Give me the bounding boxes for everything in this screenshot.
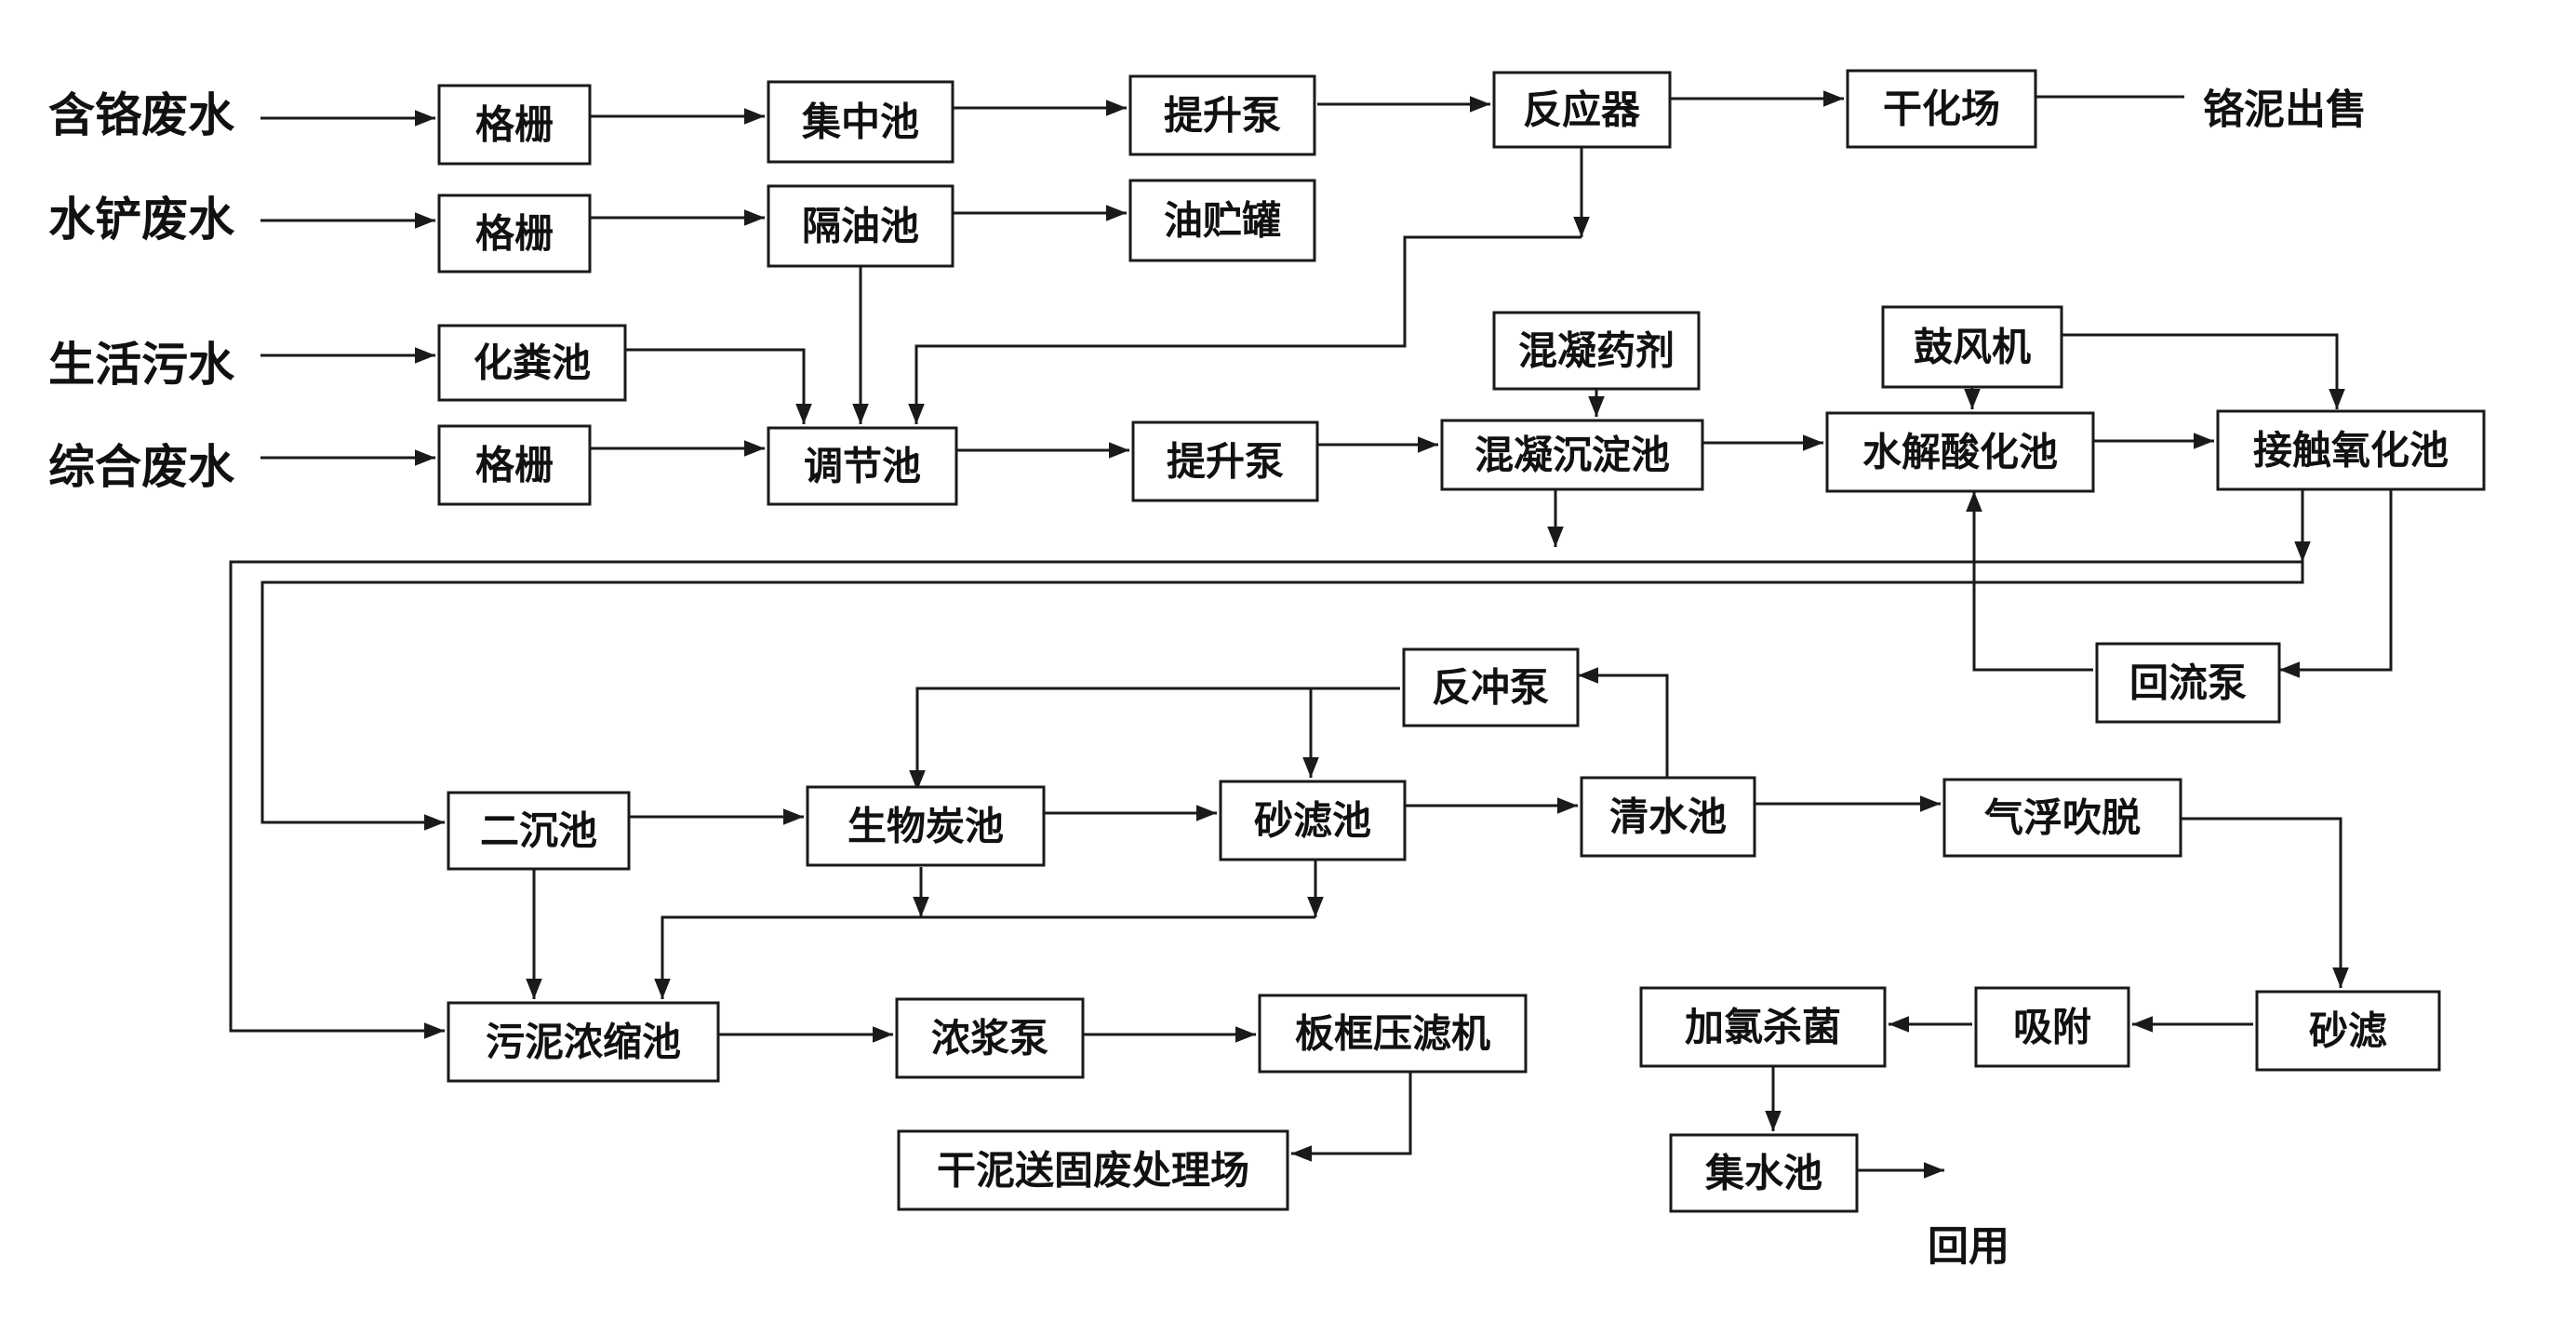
node-secondary-sedimentation-label: 二沉池 xyxy=(480,808,597,854)
node-secondary-sedimentation: 二沉池 xyxy=(447,791,631,871)
node-grille-3: 格栅 xyxy=(437,424,592,506)
node-oil-tank: 油贮罐 xyxy=(1128,179,1316,262)
node-slurry-pump: 浓浆泵 xyxy=(895,997,1085,1079)
node-coag-sedimentation: 混凝沉淀池 xyxy=(1440,419,1704,491)
node-dry-sludge-disposal: 干泥送固废处理场 xyxy=(897,1129,1289,1211)
node-lift-pump-1-label: 提升泵 xyxy=(1164,93,1281,139)
node-coagulant-agent-label: 混凝药剂 xyxy=(1518,328,1675,374)
node-hydrolysis-acidification-label: 水解酸化池 xyxy=(1862,430,2058,475)
node-slurry-pump-label: 浓浆泵 xyxy=(931,1016,1048,1061)
node-lift-pump-2: 提升泵 xyxy=(1131,420,1319,502)
node-backwash-pump: 反冲泵 xyxy=(1402,647,1580,727)
node-contact-oxidation: 接触氧化池 xyxy=(2216,409,2486,491)
node-biochar-tank-label: 生物炭池 xyxy=(848,804,1004,849)
node-reflux-pump: 回流泵 xyxy=(2095,642,2281,724)
node-sand-filter-label: 砂滤 xyxy=(2309,1008,2387,1054)
input-general-wastewater: 综合废水 xyxy=(48,440,235,494)
node-dry-sludge-disposal-label: 干泥送固废处理场 xyxy=(937,1148,1249,1194)
node-sand-filter-tank-label: 砂滤池 xyxy=(1254,798,1371,844)
output-reuse: 回用 xyxy=(1928,1223,2009,1271)
connectors xyxy=(229,90,2393,1179)
input-chromium-wastewater: 含铬废水 xyxy=(48,88,235,142)
node-collection-tank: 集中池 xyxy=(767,80,954,164)
node-sludge-thickener: 污泥浓缩池 xyxy=(447,1001,720,1083)
node-lift-pump-1: 提升泵 xyxy=(1128,74,1316,156)
node-septic-tank-label: 化粪池 xyxy=(474,340,591,386)
node-blower: 鼓风机 xyxy=(1881,305,2063,389)
node-reactor-label: 反应器 xyxy=(1523,87,1641,133)
node-air-flotation-stripping-label: 气浮吹脱 xyxy=(1984,795,2141,841)
node-hydrolysis-acidification: 水解酸化池 xyxy=(1825,411,2095,493)
node-clear-water-tank: 清水池 xyxy=(1580,776,1756,858)
node-air-flotation-stripping: 气浮吹脱 xyxy=(1942,778,2182,858)
node-coag-sedimentation-label: 混凝沉淀池 xyxy=(1475,433,1670,478)
node-drying-yard-label: 干化场 xyxy=(1883,87,2000,132)
node-blower-label: 鼓风机 xyxy=(1914,325,2031,370)
node-lift-pump-2-label: 提升泵 xyxy=(1167,439,1284,485)
node-adsorption: 吸附 xyxy=(1974,986,2130,1068)
input-domestic-sewage: 生活污水 xyxy=(48,338,235,392)
node-sludge-thickener-label: 污泥浓缩池 xyxy=(486,1020,681,1065)
node-collection-tank-label: 集中池 xyxy=(801,100,919,145)
node-sand-filter-tank: 砂滤池 xyxy=(1219,780,1407,861)
node-grille-3-label: 格栅 xyxy=(475,443,554,488)
node-clear-water-tank-label: 清水池 xyxy=(1609,794,1727,840)
node-oil-separator: 隔油池 xyxy=(767,184,954,268)
node-water-collection-tank-label: 集水池 xyxy=(1704,1151,1822,1196)
node-regulating-tank-label: 调节池 xyxy=(804,444,921,489)
node-water-collection-tank: 集水池 xyxy=(1669,1133,1859,1213)
node-oil-separator-label: 隔油池 xyxy=(802,204,919,249)
node-regulating-tank: 调节池 xyxy=(767,426,958,506)
node-reflux-pump-label: 回流泵 xyxy=(2129,660,2247,706)
node-sand-filter: 砂滤 xyxy=(2255,990,2441,1072)
node-adsorption-label: 吸附 xyxy=(2013,1005,2091,1050)
node-chlorination: 加氯杀菌 xyxy=(1639,986,1887,1068)
output-chrome-sludge-sale: 铬泥出售 xyxy=(2203,87,2367,134)
node-contact-oxidation-label: 接触氧化池 xyxy=(2253,428,2449,474)
node-grille-2: 格栅 xyxy=(437,193,592,274)
node-backwash-pump-label: 反冲泵 xyxy=(1432,665,1549,711)
node-biochar-tank: 生物炭池 xyxy=(806,785,1046,867)
node-filter-press-label: 板框压滤机 xyxy=(1295,1011,1490,1057)
input-shovel-wastewater: 水铲废水 xyxy=(48,193,235,247)
node-grille-2-label: 格栅 xyxy=(475,211,554,257)
node-drying-yard: 干化场 xyxy=(1846,69,2037,149)
node-chlorination-label: 加氯杀菌 xyxy=(1685,1005,1841,1050)
node-filter-press: 板框压滤机 xyxy=(1258,994,1528,1074)
node-oil-tank-label: 油贮罐 xyxy=(1164,198,1281,244)
node-grille-1-label: 格栅 xyxy=(475,102,554,148)
node-reactor: 反应器 xyxy=(1492,71,1672,149)
node-grille-1: 格栅 xyxy=(437,84,592,166)
node-coagulant-agent: 混凝药剂 xyxy=(1492,311,1701,391)
node-septic-tank: 化粪池 xyxy=(437,324,627,402)
